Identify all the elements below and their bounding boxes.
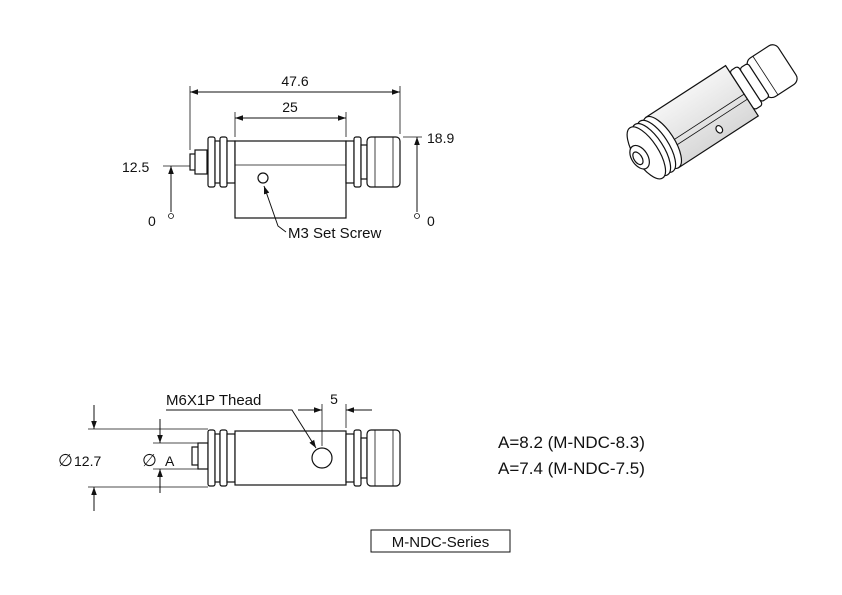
thread-label: M6X1P Thead xyxy=(166,392,261,409)
dimension-body-length: 25 xyxy=(282,99,298,115)
set-screw-label: M3 Set Screw xyxy=(288,225,382,242)
variant-list: A=8.2 (M-NDC-8.3) A=7.4 (M-NDC-7.5) xyxy=(498,433,645,478)
dimension-outer-diameter: 12.7 xyxy=(74,453,101,469)
series-label: M-NDC-Series xyxy=(392,534,490,551)
dimension-hole-offset: 5 xyxy=(330,391,338,407)
isometric-view xyxy=(626,44,798,180)
threaded-hole xyxy=(311,447,333,469)
bottom-view: M6X1P Thead 5 ∅ 12.7 ∅ A xyxy=(58,391,401,511)
front-view: 47.6 25 18.9 0 12.5 0 M3 Set Screw xyxy=(122,73,454,242)
inner-diameter-symbol: ∅ xyxy=(142,451,157,470)
dimension-right-zero: 0 xyxy=(427,213,435,229)
dimension-right-height: 18.9 xyxy=(427,130,454,146)
front-view-part xyxy=(189,136,401,219)
series-label-box: M-NDC-Series xyxy=(370,529,511,553)
variant-7-5: A=7.4 (M-NDC-7.5) xyxy=(498,459,645,478)
bottom-view-part xyxy=(191,429,401,487)
variant-8-3: A=8.2 (M-NDC-8.3) xyxy=(498,433,645,452)
dimension-left-height: 12.5 xyxy=(122,159,149,175)
outer-diameter-symbol: ∅ xyxy=(58,451,73,470)
dimension-inner-diameter: A xyxy=(165,453,175,469)
dimension-left-zero: 0 xyxy=(148,213,156,229)
set-screw-hole xyxy=(257,172,269,184)
dimension-overall-length: 47.6 xyxy=(281,73,308,89)
